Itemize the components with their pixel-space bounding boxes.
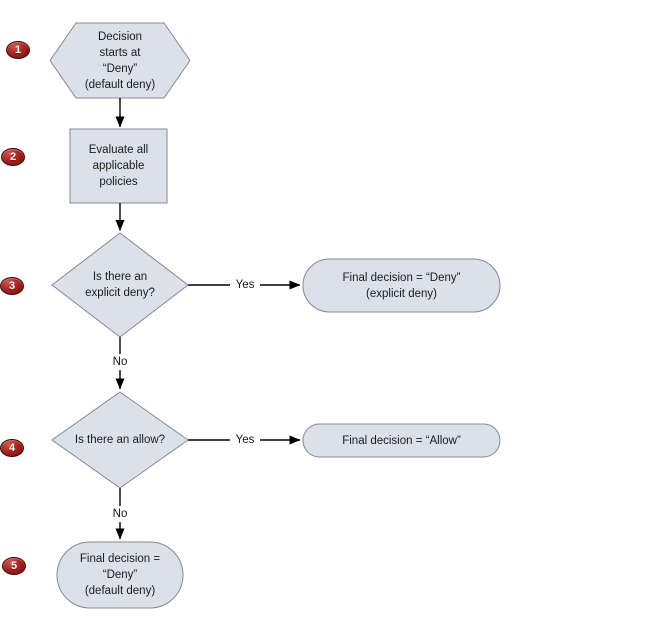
allow-result-pill: [302, 423, 501, 458]
step-badge-2: 2: [1, 148, 25, 166]
allow-yes-label: Yes: [230, 432, 260, 448]
allow-diamond: [51, 391, 189, 489]
evaluate-rectangle: [69, 128, 168, 204]
step-badge-3: 3: [0, 277, 24, 295]
explicit-deny-no-label: No: [107, 354, 133, 370]
step-badge-1: 1: [6, 41, 30, 59]
start-hexagon: [49, 22, 191, 99]
explicit-deny-yes-label: Yes: [230, 277, 260, 293]
allow-no-label: No: [107, 506, 133, 522]
step-badge-4: 4: [0, 439, 24, 457]
explicit-deny-diamond: [51, 232, 189, 338]
step-badge-5: 5: [2, 557, 26, 575]
default-deny-terminator: [56, 541, 184, 609]
explicit-deny-result-pill: [302, 258, 501, 313]
